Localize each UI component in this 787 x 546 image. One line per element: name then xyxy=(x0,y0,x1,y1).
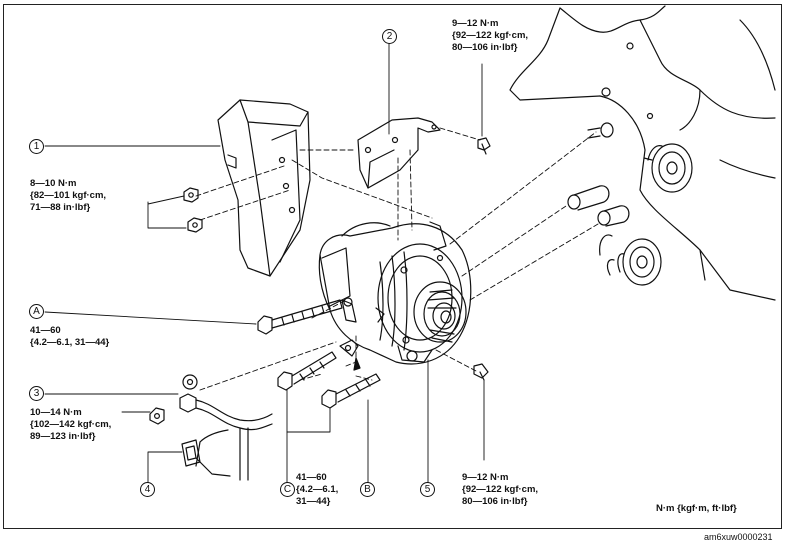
callout-a: A xyxy=(29,304,44,319)
bolt-c xyxy=(277,351,337,391)
alternator-cover xyxy=(217,99,311,277)
diagram-frame xyxy=(3,4,782,529)
torque-left-line1: 8—10 N·m xyxy=(30,178,77,189)
wiring-harness xyxy=(179,374,273,481)
alternator xyxy=(318,221,472,365)
callout-4: 4 xyxy=(140,482,155,497)
torque-a-line2: {4.2—6.1, 31—44} xyxy=(30,337,110,348)
torque-left-line3: 71—88 in·lbf} xyxy=(30,202,91,213)
idler-pulley-lower xyxy=(617,238,662,286)
torque-3-line1: 10—14 N·m xyxy=(30,407,82,418)
figure-code: am6xuw0000231 xyxy=(704,532,773,542)
engine-block xyxy=(509,5,776,301)
bolt-bottom xyxy=(473,363,489,381)
torque-c-line1: 41—60 xyxy=(296,472,327,483)
callout-c: C xyxy=(280,482,295,497)
alignment-lines xyxy=(195,127,599,391)
units-note: N·m {kgf·m, ft·lbf} xyxy=(656,503,737,514)
bolt-a xyxy=(257,299,343,335)
mounting-bracket xyxy=(357,117,441,189)
torque-left-line2: {82—101 kgf·cm, xyxy=(30,190,107,201)
harness-nut xyxy=(149,407,165,425)
torque-c: 41—60 {4.2—6.1, 31—44} xyxy=(296,472,338,508)
torque-a: 41—60 {4.2—6.1, 31—44} xyxy=(30,325,109,349)
torque-c-line2: {4.2—6.1, xyxy=(296,484,339,495)
torque-bottom-line1: 9—12 N·m xyxy=(462,472,509,483)
harness-clip xyxy=(181,439,231,477)
torque-3: 10—14 N·m {102—142 kgf·cm, 89—123 in·lbf… xyxy=(30,407,111,443)
torque-3-line3: 89—123 in·lbf} xyxy=(30,431,96,442)
torque-bottom-line2: {92—122 kgf·cm, xyxy=(462,484,539,495)
torque-bottom: 9—12 N·m {92—122 kgf·cm, 80—106 in·lbf} xyxy=(462,472,538,508)
torque-a-line1: 41—60 xyxy=(30,325,61,336)
torque-top-line1: 9—12 N·m xyxy=(452,18,499,29)
torque-top-line3: 80—106 in·lbf} xyxy=(452,42,518,53)
bushings xyxy=(567,122,630,227)
leader-lines xyxy=(44,43,485,487)
torque-top: 9—12 N·m {92—122 kgf·cm, 80—106 in·lbf} xyxy=(452,18,528,54)
callout-b: B xyxy=(360,482,375,497)
torque-top-line2: {92—122 kgf·cm, xyxy=(452,30,529,41)
nuts-left xyxy=(183,187,203,233)
torque-left: 8—10 N·m {82—101 kgf·cm, 71—88 in·lbf} xyxy=(30,178,106,214)
torque-bottom-line3: 80—106 in·lbf} xyxy=(462,496,528,507)
callout-3: 3 xyxy=(29,386,44,401)
terminal-tab xyxy=(339,339,361,371)
bolt-b xyxy=(321,373,381,409)
torque-3-line2: {102—142 kgf·cm, xyxy=(30,419,112,430)
callout-1: 1 xyxy=(29,139,44,154)
torque-c-line3: 31—44} xyxy=(296,496,331,507)
idler-pulley-upper xyxy=(643,143,693,193)
bolt-top xyxy=(477,137,491,155)
callout-2: 2 xyxy=(382,29,397,44)
callout-5: 5 xyxy=(420,482,435,497)
